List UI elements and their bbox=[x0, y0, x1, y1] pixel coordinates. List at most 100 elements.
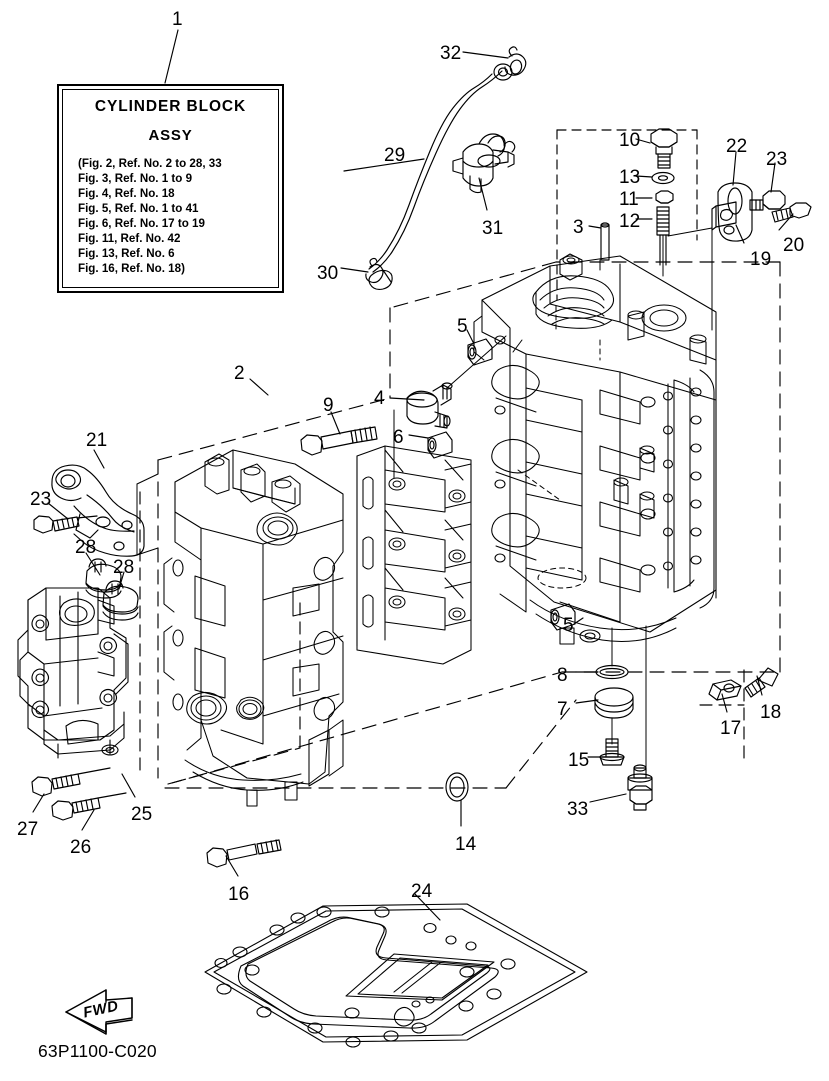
callout-cable-clamp: 17 bbox=[720, 718, 742, 739]
part-15-short-bolt bbox=[599, 738, 625, 766]
callout-dowel-sleeve-upper: 5 bbox=[457, 316, 468, 337]
part-20-bolt bbox=[771, 202, 812, 223]
legend-box: CYLINDER BLOCK ASSY (Fig. 2, Ref. No. 2 … bbox=[57, 84, 284, 293]
callout-drain-valve: 33 bbox=[567, 799, 589, 820]
leader-2 bbox=[249, 378, 269, 396]
leader-13 bbox=[635, 175, 653, 178]
part-21-lifting-hook bbox=[51, 464, 145, 557]
part-19-clamp-bracket bbox=[711, 201, 737, 231]
part-12-stud-bolt bbox=[656, 206, 670, 266]
part-9-long-bolt bbox=[300, 426, 378, 456]
part-7-cover-plug bbox=[594, 687, 634, 719]
leader-32 bbox=[462, 51, 509, 59]
leader-10 bbox=[635, 138, 651, 144]
assembly-boundary-secondary bbox=[167, 307, 391, 785]
callout-dowel-pin: 3 bbox=[573, 217, 584, 238]
part-5-dowel-sleeve-a bbox=[467, 338, 493, 366]
legend-inner-frame: CYLINDER BLOCK ASSY (Fig. 2, Ref. No. 2 … bbox=[62, 89, 279, 288]
part-29-breather-hose bbox=[368, 63, 513, 291]
part-31-clamp-holder bbox=[452, 133, 516, 194]
leader-23r bbox=[770, 162, 776, 193]
part-2-crankcase bbox=[163, 449, 344, 807]
leader-24 bbox=[414, 893, 441, 921]
callout-lifting-hook: 21 bbox=[86, 430, 108, 451]
part-26-bolt bbox=[51, 792, 127, 821]
leader-7 bbox=[575, 699, 599, 704]
part-main-cylinder-block bbox=[473, 253, 717, 645]
part-bearing-ladder bbox=[356, 445, 472, 665]
diagram-code: 63P1100-C020 bbox=[38, 1041, 157, 1061]
leader-22 bbox=[732, 151, 737, 186]
callout-stud-bolt: 12 bbox=[619, 211, 641, 232]
legend-ref-line: Fig. 13, Ref. No. 6 bbox=[78, 247, 175, 261]
callout-pump-bracket: 25 bbox=[131, 804, 153, 825]
part-13-washer bbox=[651, 171, 675, 185]
legend-ref-line: Fig. 6, Ref. No. 17 to 19 bbox=[78, 216, 205, 230]
leader-31 bbox=[478, 177, 488, 211]
leader-1 bbox=[164, 29, 179, 84]
part-6-dowel-sleeve bbox=[427, 431, 453, 459]
part-18-tapping-bolt bbox=[744, 667, 779, 698]
callout-crankcase: 2 bbox=[234, 363, 245, 384]
callout-breather-hose: 29 bbox=[384, 145, 406, 166]
callout-o-ring-large: 14 bbox=[455, 834, 477, 855]
part-23-bolt-right bbox=[749, 190, 786, 211]
part-30-hose-clip bbox=[365, 257, 384, 284]
legend-ref-line: Fig. 5, Ref. No. 1 to 41 bbox=[78, 201, 199, 215]
part-28-filler-cap-b bbox=[102, 580, 139, 621]
subassembly-boundary-fasteners bbox=[556, 129, 698, 301]
callout-bolt-pump-b: 26 bbox=[70, 837, 92, 858]
callout-cover-plug: 7 bbox=[557, 699, 568, 720]
callout-dowel-sleeve-mid: 5 bbox=[563, 615, 574, 636]
callout-cylinder-block-assy: 1 bbox=[172, 9, 183, 30]
part-17-cable-clamp bbox=[708, 679, 742, 701]
callout-dowel-sleeve-lower: 6 bbox=[393, 427, 404, 448]
callout-bolt-pump-a: 27 bbox=[17, 819, 39, 840]
callout-o-ring-small: 8 bbox=[557, 665, 568, 686]
callout-bolt-bracket: 23 bbox=[766, 149, 788, 170]
legend-title: CYLINDER BLOCK bbox=[94, 98, 247, 115]
part-10-flange-bolt bbox=[650, 128, 678, 169]
callout-gasket-lower-case: 24 bbox=[411, 881, 433, 902]
callout-bolt-flange-upper: 10 bbox=[619, 130, 641, 151]
part-14-o-ring-large bbox=[445, 772, 469, 802]
leader-17 bbox=[721, 693, 728, 713]
callout-bolt-long: 9 bbox=[323, 395, 334, 416]
legend-ref-line: Fig. 11, Ref. No. 42 bbox=[78, 231, 181, 245]
callout-filler-cap-2: 28 bbox=[113, 557, 135, 578]
legend-ref-line: (Fig. 2, Ref. No. 2 to 28, 33 bbox=[78, 156, 222, 170]
part-pump-assembly bbox=[17, 587, 129, 759]
leader-19 bbox=[735, 224, 745, 244]
legend-subtitle: ASSY bbox=[148, 126, 193, 144]
leader-9 bbox=[330, 411, 341, 435]
part-22-bracket-plate bbox=[717, 182, 753, 242]
leader-20 bbox=[778, 213, 794, 231]
legend-ref-line: Fig. 16, Ref. No. 18) bbox=[78, 262, 185, 276]
leader-6 bbox=[408, 434, 429, 439]
part-33-drain-valve bbox=[627, 764, 653, 811]
right-lower-boundary bbox=[699, 669, 745, 761]
leader-30 bbox=[340, 267, 369, 273]
legend-ref-line: Fig. 4, Ref. No. 18 bbox=[78, 186, 175, 200]
callout-clamp-bracket: 19 bbox=[750, 249, 772, 270]
part-24-lower-gasket bbox=[204, 903, 588, 1048]
leader-16 bbox=[225, 855, 239, 877]
callout-bolt-hook: 23 bbox=[30, 489, 52, 510]
part-32-hose-clip bbox=[504, 46, 527, 76]
callout-hose-clamp-holder: 31 bbox=[482, 218, 504, 239]
part-11-nut bbox=[655, 190, 674, 204]
part-27-bolt bbox=[31, 767, 111, 797]
callout-hose-clip-lower: 30 bbox=[317, 263, 339, 284]
part-3-dowel-pin bbox=[600, 222, 610, 261]
callout-bolt-clamp: 20 bbox=[783, 235, 805, 256]
callout-bolt-gasket: 16 bbox=[228, 884, 250, 905]
leader-28a bbox=[85, 552, 101, 576]
legend-ref-line: Fig. 3, Ref. No. 1 to 9 bbox=[78, 171, 193, 185]
callout-nut: 11 bbox=[619, 189, 639, 210]
callout-oil-pipe-joint: 4 bbox=[374, 388, 385, 409]
assembly-boundary-main bbox=[157, 261, 781, 789]
callout-anode-plate-bracket: 22 bbox=[726, 136, 748, 157]
leader-29 bbox=[343, 158, 425, 172]
